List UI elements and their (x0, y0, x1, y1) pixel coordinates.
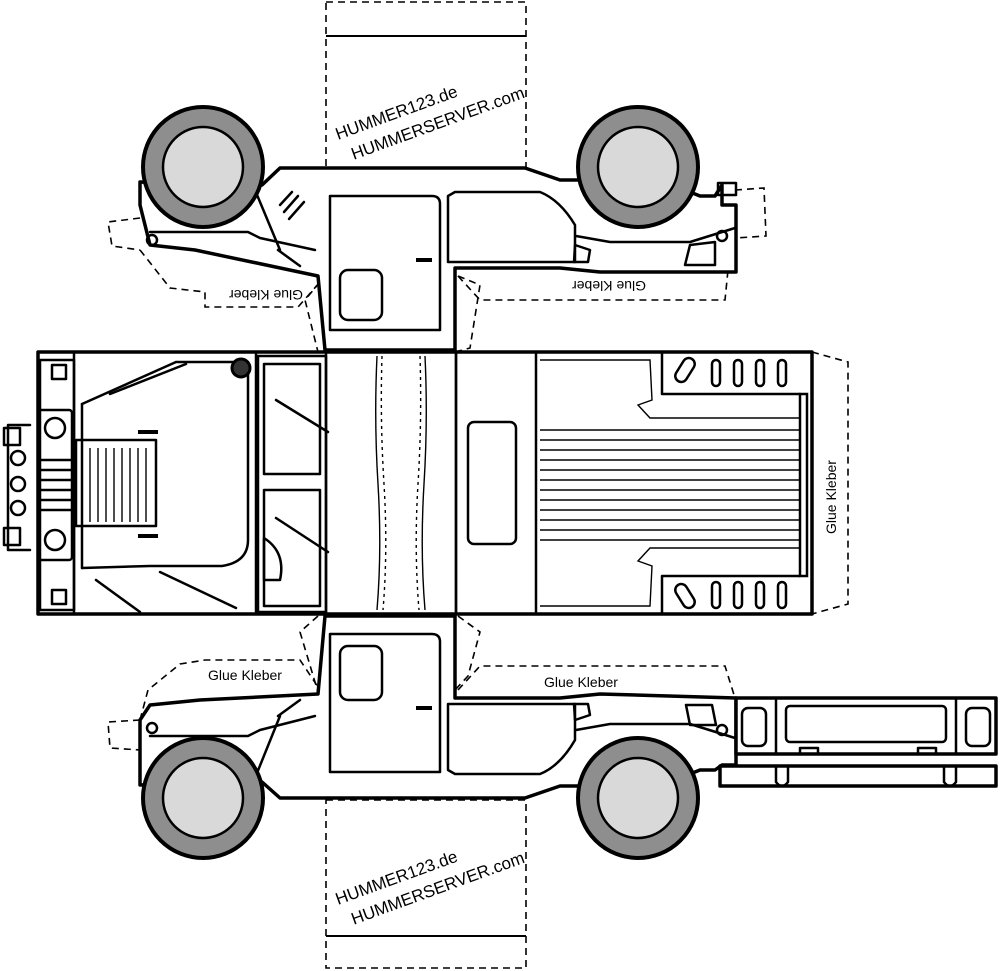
bottom-roof-tab: HUMMER123.de HUMMERSERVER.com (325, 799, 527, 969)
glue-label-top-right: Glue Kleber (572, 278, 646, 294)
center-top-view: Glue Kleber (2, 350, 849, 616)
glue-label-rear-flap: Glue Kleber (823, 460, 839, 534)
top-side-panel: Glue Kleber Glue Kleber (107, 105, 767, 353)
bed-slots-top (674, 356, 788, 388)
top-roof-tab: HUMMER123.de HUMMERSERVER.com (325, 1, 527, 173)
bottom-side-panel: Glue Kleber Glue Kleber (107, 614, 998, 860)
glue-label-bottom-left: Glue Kleber (208, 667, 282, 683)
bed-slots-bottom (674, 580, 788, 610)
hood-vent (81, 448, 147, 522)
truck-bed (540, 350, 809, 616)
glue-label-top-left: Glue Kleber (229, 287, 303, 303)
tailgate (718, 696, 998, 788)
glue-label-bottom-right: Glue Kleber (544, 674, 618, 690)
